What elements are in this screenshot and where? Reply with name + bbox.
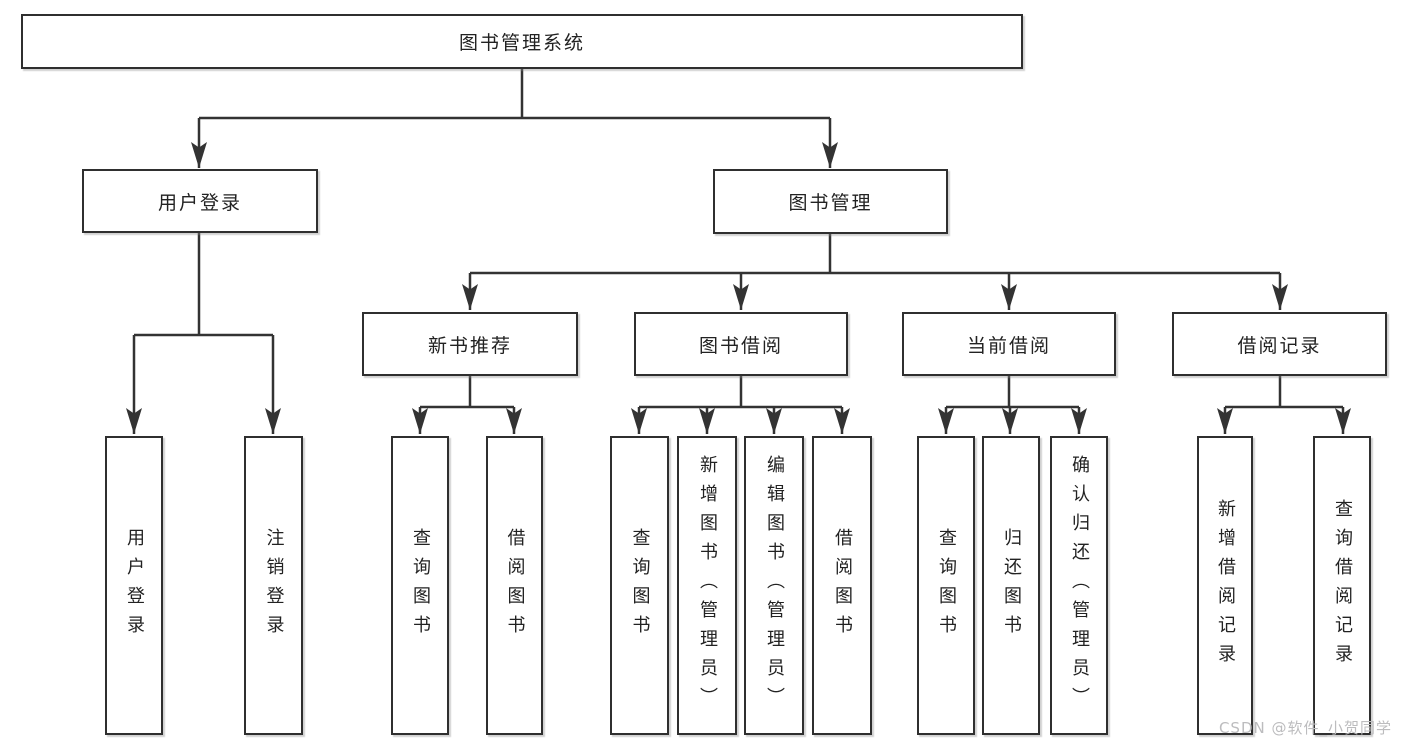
node-book-management: 图书管理 — [713, 169, 948, 234]
connector-user-login-to-leaves — [126, 233, 281, 434]
leaf-logout: 注销登录 — [244, 436, 303, 735]
leaf-label: 归还图书 — [1001, 527, 1022, 644]
leaf-label: 编辑图书（管理员） — [764, 455, 785, 716]
leaf-label: 查询图书 — [936, 527, 957, 644]
node-current-borrowing: 当前借阅 — [902, 312, 1116, 376]
leaf-edit-books-admin: 编辑图书（管理员） — [744, 436, 804, 735]
connector-current-borrowing-to-leaves — [938, 376, 1087, 434]
connector-book-borrowing-to-leaves — [631, 376, 850, 434]
leaf-borrow-books-recommend: 借阅图书 — [486, 436, 543, 735]
leaf-user-login: 用户登录 — [105, 436, 163, 735]
leaf-borrow-books: 借阅图书 — [812, 436, 872, 735]
leaf-label: 查询借阅记录 — [1332, 498, 1353, 673]
node-book-borrowing: 图书借阅 — [634, 312, 848, 376]
leaf-query-books-borrowing: 查询图书 — [610, 436, 669, 735]
leaf-query-books-recommend: 查询图书 — [391, 436, 449, 735]
connector-book-management-to-level3 — [462, 234, 1288, 310]
leaf-label: 新增图书（管理员） — [697, 455, 718, 716]
node-root-system: 图书管理系统 — [21, 14, 1023, 69]
leaf-label: 注销登录 — [263, 527, 285, 644]
leaf-confirm-return-admin: 确认归还（管理员） — [1050, 436, 1108, 735]
leaf-label: 确认归还（管理员） — [1069, 455, 1090, 716]
leaf-label: 借阅图书 — [504, 527, 526, 644]
leaf-label: 借阅图书 — [832, 527, 853, 644]
connector-borrowing-records-to-leaves — [1217, 376, 1351, 434]
node-borrowing-records: 借阅记录 — [1172, 312, 1387, 376]
leaf-label: 用户登录 — [124, 527, 145, 644]
connector-new-book-recommend-to-leaves — [412, 376, 522, 434]
node-new-book-recommend: 新书推荐 — [362, 312, 578, 376]
node-user-login: 用户登录 — [82, 169, 318, 233]
leaf-label: 新增借阅记录 — [1215, 498, 1236, 673]
leaf-return-books: 归还图书 — [982, 436, 1040, 735]
leaf-query-borrow-record: 查询借阅记录 — [1313, 436, 1371, 735]
connector-root-to-level2 — [191, 69, 838, 168]
leaf-label: 查询图书 — [629, 527, 651, 644]
leaf-label: 查询图书 — [410, 527, 431, 644]
leaf-query-books-current: 查询图书 — [917, 436, 975, 735]
leaf-add-borrow-record: 新增借阅记录 — [1197, 436, 1253, 735]
csdn-watermark: CSDN @软件_小贺同学 — [1218, 719, 1392, 737]
leaf-add-books-admin: 新增图书（管理员） — [677, 436, 737, 735]
